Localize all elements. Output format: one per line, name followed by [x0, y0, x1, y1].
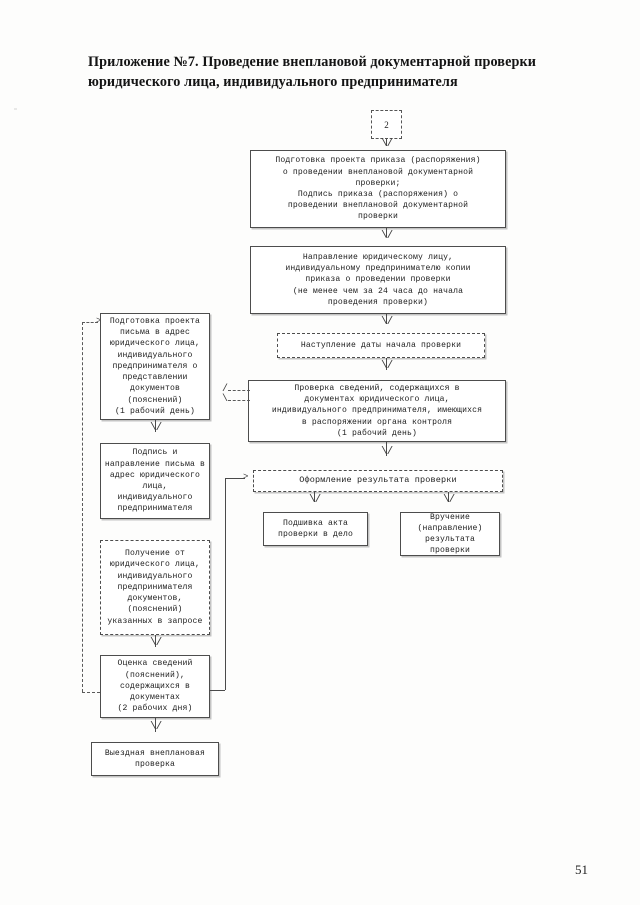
flow-node-prikaz: Подготовка проекта приказа (распоряжения… [250, 150, 506, 228]
arrow-down-icon: \/ [443, 494, 455, 506]
flow-node-vruchenie: Вручение (направление) результата провер… [400, 512, 500, 556]
flow-node-ocenka-svedenij: Оценка сведений (пояснений), содержащихс… [100, 655, 210, 718]
arrow-down-icon: \/ [150, 721, 162, 733]
flow-node-entry-2: 2 [371, 110, 402, 139]
connector-ocenka-to-oformlenie-v [225, 478, 226, 690]
connector-ocenka-feedback-v [82, 322, 83, 692]
connector-oformlenie-to-vruchenie [448, 492, 449, 502]
connector-pismo-to-podpis [155, 420, 156, 432]
flow-node-ocenka-svedenij-label: Оценка сведений (пояснений), содержащихс… [117, 659, 193, 714]
connector-ocenka-to-oformlenie-h2 [225, 478, 245, 479]
flow-node-oformlenie-rezultata: Оформление результата проверки [253, 470, 503, 492]
flow-node-podgotovka-pisma-label: Подготовка проекта письма в адрес юридич… [109, 317, 201, 416]
flow-node-podpis-napravlenie-pisma: Подпись и направление письма в адрес юри… [100, 443, 210, 519]
connector-proverka-to-pismo-lower [228, 400, 250, 401]
connector-poluchenie-to-ocenka [155, 635, 156, 647]
flow-node-poluchenie-dokumentov-label: Получение от юридического лица, индивиду… [107, 549, 203, 626]
connector-proverka-to-pismo-upper [228, 390, 250, 391]
connector-ocenka-feedback-h [82, 692, 100, 693]
title-line-2: юридического лица, индивидуального предп… [88, 74, 458, 90]
connector-napravlenie-to-nastuplenie [386, 314, 387, 324]
arrow-down-icon: \/ [309, 494, 321, 506]
arrow-down-icon: \/ [381, 446, 393, 458]
arrow-left-icon: / [222, 384, 228, 395]
scan-artifact [14, 108, 17, 110]
flow-node-vyezdnaya-proverka: Выездная внеплановая проверка [91, 742, 219, 776]
connector-ocenka-to-vyezdnaya [155, 718, 156, 732]
flow-node-vyezdnaya-proverka-label: Выездная внеплановая проверка [104, 748, 206, 769]
arrow-down-icon: \/ [381, 316, 393, 328]
arrow-right-icon: > [243, 472, 249, 482]
flow-node-nastuplenie-daty-label: Наступление даты начала проверки [300, 340, 462, 350]
flow-node-oformlenie-rezultata-label: Оформление результата проверки [299, 475, 457, 486]
arrow-down-icon: \/ [381, 360, 393, 372]
connector-feedback-into-pismo [82, 322, 98, 323]
page-title: Приложение №7. Проведение внеплановой до… [88, 52, 558, 92]
flow-node-vruchenie-label: Вручение (направление) результата провер… [417, 512, 483, 556]
flow-node-podshivka-akta: Подшивка акта проверки в дело [263, 512, 368, 546]
flow-node-prikaz-label: Подготовка проекта приказа (распоряжения… [275, 156, 481, 222]
arrow-down-icon: \/ [150, 637, 162, 649]
connector-nastuplenie-to-proverka [386, 358, 387, 370]
flow-node-napravlenie-kopii: Направление юридическому лицу, индивидуа… [250, 246, 506, 314]
flow-node-proverka-svedenij-label: Проверка сведений, содержащихся в докуме… [271, 384, 483, 438]
connector-oformlenie-to-podshivka [314, 492, 315, 502]
flow-node-podshivka-akta-label: Подшивка акта проверки в дело [277, 518, 354, 539]
entry-node-label: 2 [384, 119, 389, 130]
connector-ocenka-to-oformlenie-h1 [210, 690, 225, 691]
connector-prikaz-to-napravlenie [386, 228, 387, 237]
flow-node-podgotovka-pisma: Подготовка проекта письма в адрес юридич… [100, 313, 210, 420]
flow-node-podpis-napravlenie-pisma-label: Подпись и направление письма в адрес юри… [104, 448, 206, 514]
page-number: 51 [575, 862, 588, 877]
title-line-1: Приложение №7. Проведение внеплановой до… [88, 54, 536, 70]
arrow-down-icon: \/ [381, 230, 393, 242]
arrow-left-icon: \ [222, 394, 228, 405]
connector-entry-to-prikaz [386, 139, 387, 146]
flow-node-proverka-svedenij: Проверка сведений, содержащихся в докуме… [248, 380, 506, 442]
arrow-right-icon: > [96, 316, 102, 326]
flow-node-nastuplenie-daty: Наступление даты начала проверки [277, 333, 485, 358]
flow-node-napravlenie-kopii-label: Направление юридическому лицу, индивидуа… [285, 252, 471, 307]
flow-node-poluchenie-dokumentov: Получение от юридического лица, индивиду… [100, 540, 210, 635]
arrow-down-icon: \/ [381, 138, 393, 150]
arrow-down-icon: \/ [150, 422, 162, 434]
connector-proverka-to-oformlenie [386, 442, 387, 456]
